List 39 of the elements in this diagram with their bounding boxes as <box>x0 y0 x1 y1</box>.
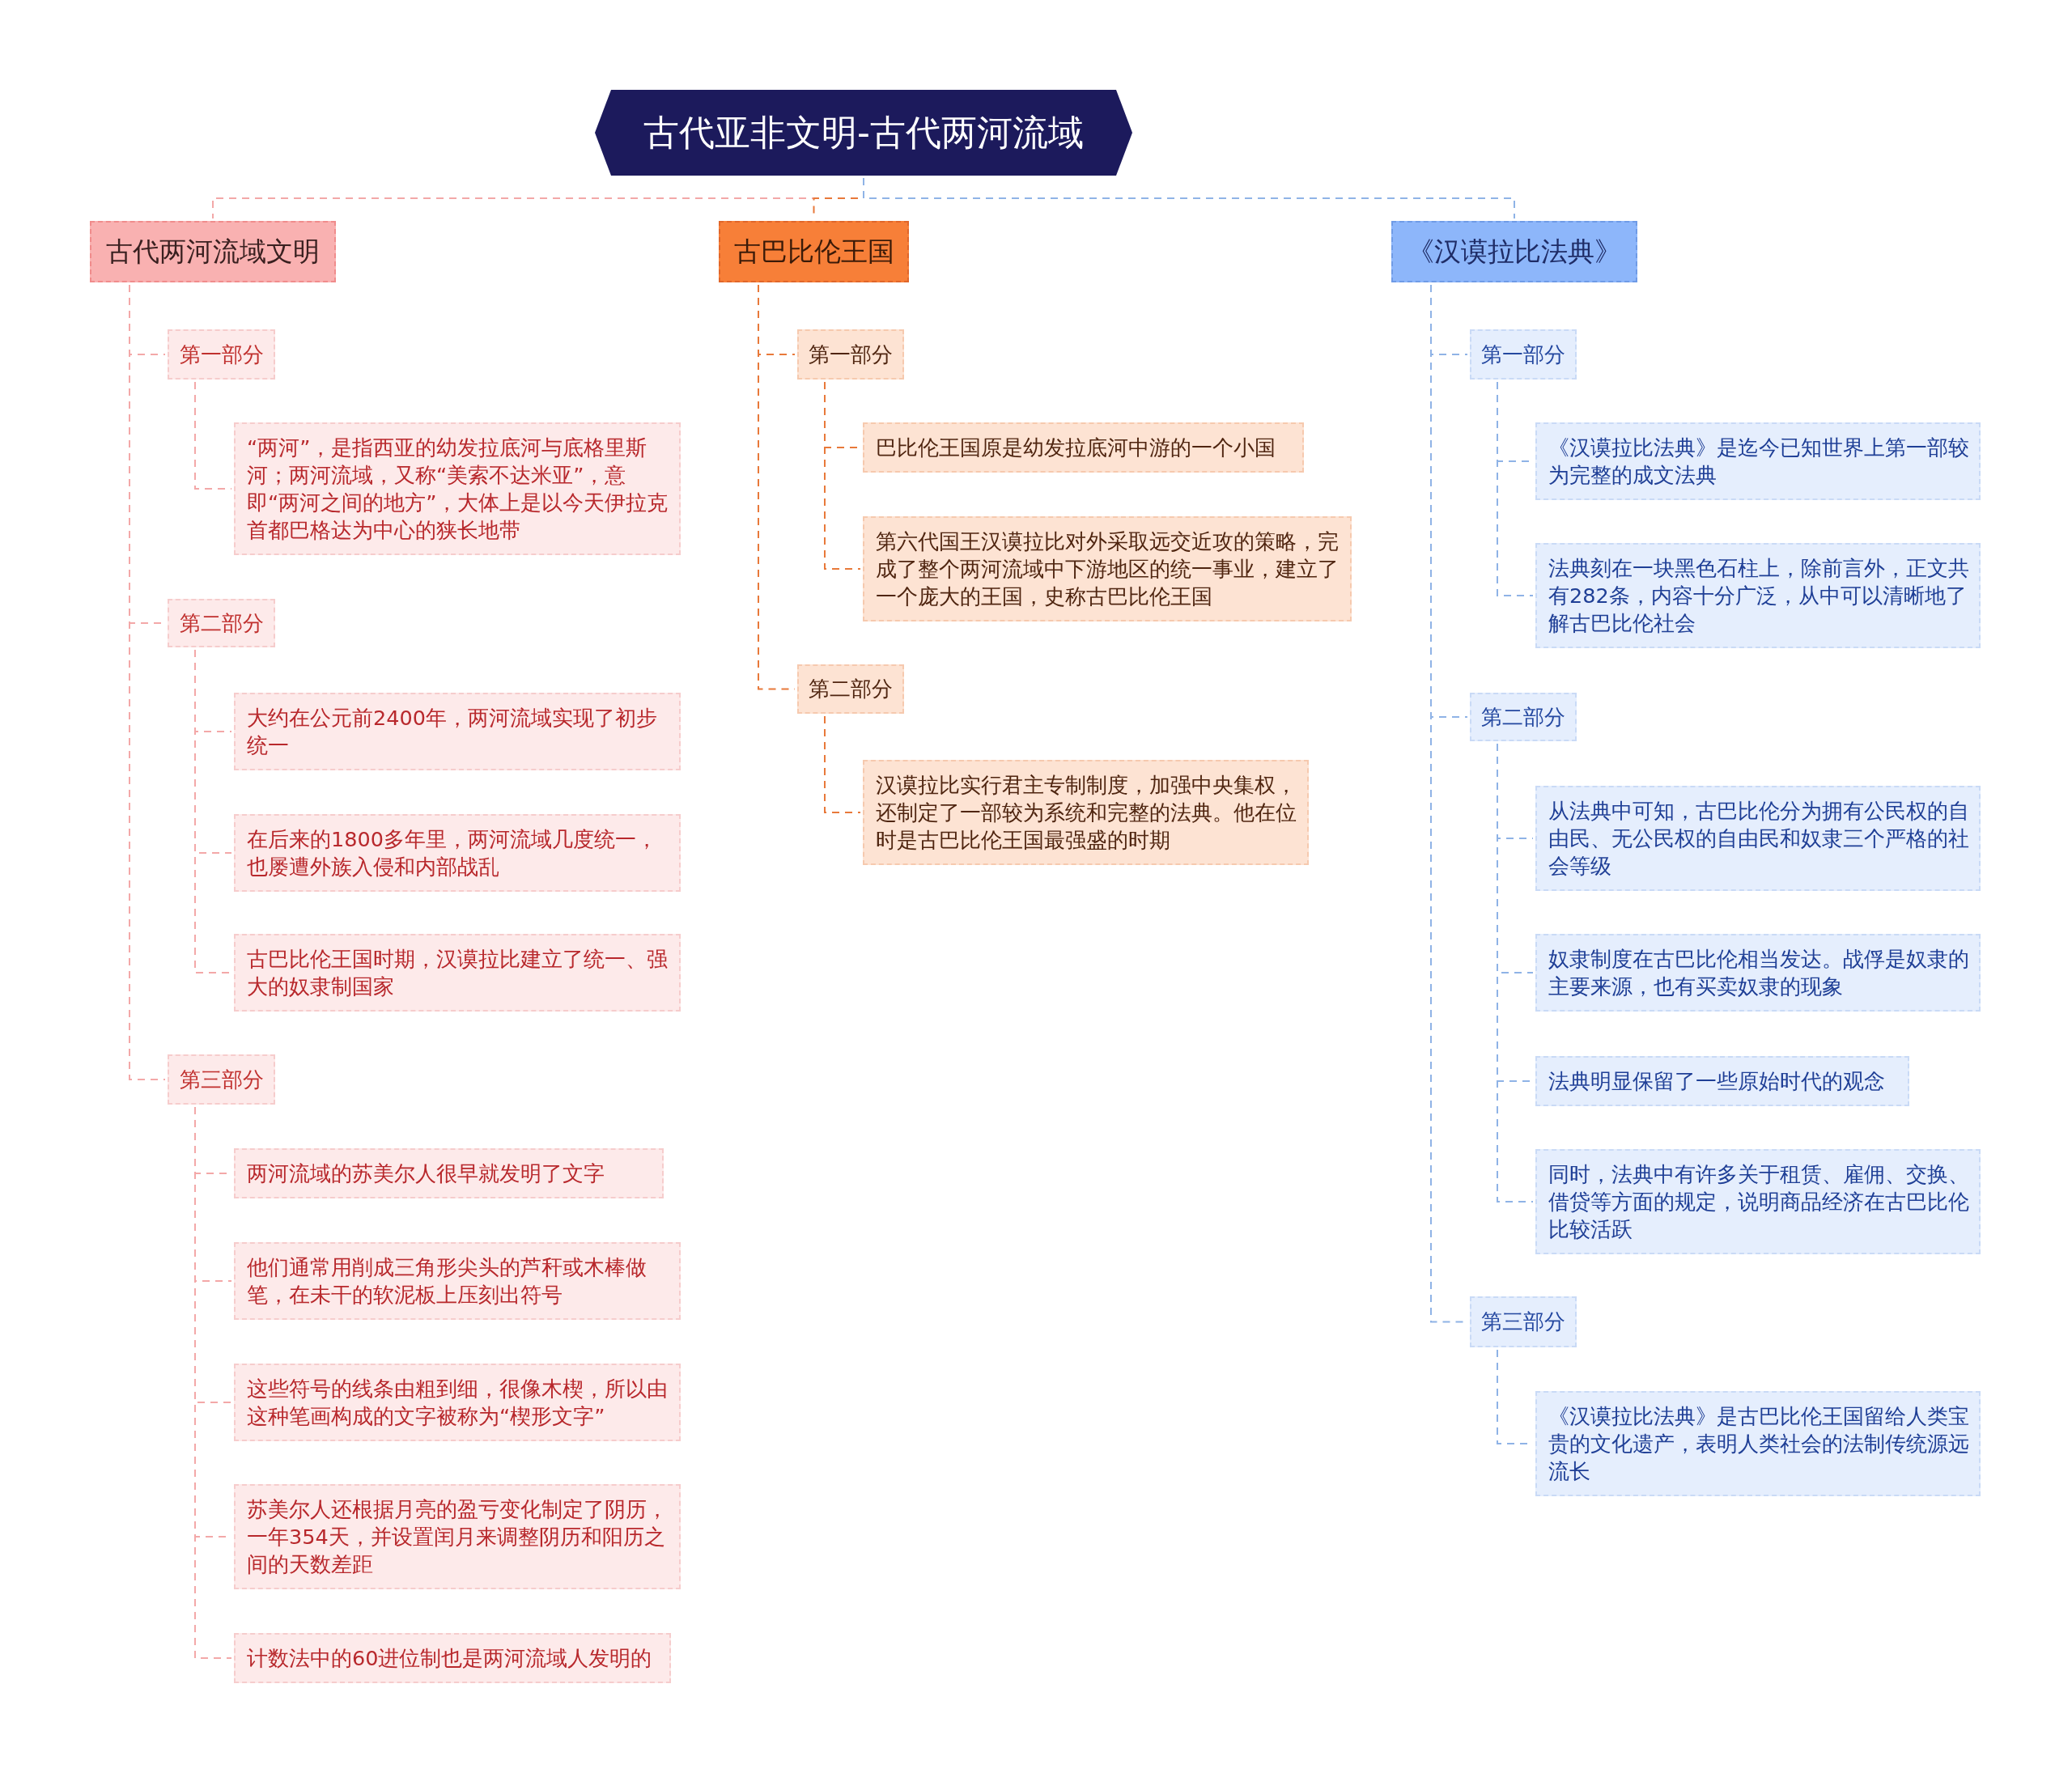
connector-line <box>194 381 232 490</box>
branch-topic-box: 古巴比伦王国 <box>719 221 909 282</box>
text-card: 在后来的1800多年里，两河流域几度统一，也屡遭外族入侵和内部战乱 <box>234 814 681 892</box>
text-card: 计数法中的60进位制也是两河流域人发明的 <box>234 1633 671 1683</box>
text-card: 从法典中可知，古巴比伦分为拥有公民权的自由民、无公民权的自由民和奴隶三个严格的社会等级 <box>1535 786 1981 891</box>
topic-hexagon: 古代亚非文明-古代两河流域 <box>595 90 1132 176</box>
text-card: 法典刻在一块黑色石柱上，除前言外，正文共有282条，内容十分广泛，从中可以清晰地了解古巴比伦社会 <box>1535 543 1981 648</box>
section-tag: 第一部分 <box>1470 329 1577 380</box>
connector-line <box>824 381 861 570</box>
section-tag: 第二部分 <box>1470 693 1577 741</box>
section-tag: 第三部分 <box>1470 1296 1577 1347</box>
text-card: 《汉谟拉比法典》是迄今已知世界上第一部较为完整的成文法典 <box>1535 422 1981 500</box>
text-card: “两河”，是指西亚的幼发拉底河与底格里斯河；两河流域，又称“美索不达米亚”，意即“两河之间的地方”，大体上是以今天伊拉克首都巴格达为中心的狭长地带 <box>234 422 681 555</box>
text-card: 古巴比伦王国时期，汉谟拉比建立了统一、强大的奴隶制国家 <box>234 934 681 1012</box>
text-card: 大约在公元前2400年，两河流域实现了初步统一 <box>234 693 681 770</box>
text-card: 这些符号的线条由粗到细，很像木楔，所以由这种笔画构成的文字被称为“楔形文字” <box>234 1364 681 1441</box>
branch-topic-box: 古代两河流域文明 <box>90 221 336 282</box>
text-card: 第六代国王汉谟拉比对外采取远交近攻的策略，完成了整个两河流域中下游地区的统一事业，建立了一个庞大的王国，史称古巴比伦王国 <box>863 516 1352 621</box>
text-card: 巴比伦王国原是幼发拉底河中游的一个小国 <box>863 422 1304 473</box>
connector-line <box>1497 381 1534 596</box>
connector-line <box>1497 743 1534 1203</box>
text-card: 汉谟拉比实行君主专制制度，加强中央集权，还制定了一部较为系统和完整的法典。他在位时是古巴比伦王国最强盛的时期 <box>863 760 1309 865</box>
text-card: 苏美尔人还根据月亮的盈亏变化制定了阴历，一年354天，并设置闰月来调整阴历和阳历之间的天数差距 <box>234 1484 681 1589</box>
text-card: 奴隶制度在古巴比伦相当发达。战俘是奴隶的主要来源，也有买卖奴隶的现象 <box>1535 934 1981 1012</box>
section-tag: 第二部分 <box>797 664 904 714</box>
text-card: 法典明显保留了一些原始时代的观念 <box>1535 1056 1909 1106</box>
text-card: 他们通常用削成三角形尖头的芦秆或木棒做笔，在未干的软泥板上压刻出符号 <box>234 1242 681 1320</box>
section-tag: 第一部分 <box>797 329 904 380</box>
text-card: 两河流域的苏美尔人很早就发明了文字 <box>234 1148 664 1198</box>
connector-line <box>824 715 861 813</box>
connector-line <box>863 177 1515 219</box>
section-tag: 第一部分 <box>168 329 275 380</box>
section-tag: 第三部分 <box>168 1054 275 1105</box>
connector-line <box>194 1106 232 1659</box>
connector-line <box>129 284 166 1080</box>
text-card: 同时，法典中有许多关于租赁、雇佣、交换、借贷等方面的规定，说明商品经济在古巴比伦比较活跃 <box>1535 1149 1981 1254</box>
branch-topic-box: 《汉谟拉比法典》 <box>1391 221 1637 282</box>
section-tag: 第二部分 <box>168 599 275 647</box>
text-card: 《汉谟拉比法典》是古巴比伦王国留给人类宝贵的文化遗产，表明人类社会的法制传统源远流长 <box>1535 1391 1981 1496</box>
